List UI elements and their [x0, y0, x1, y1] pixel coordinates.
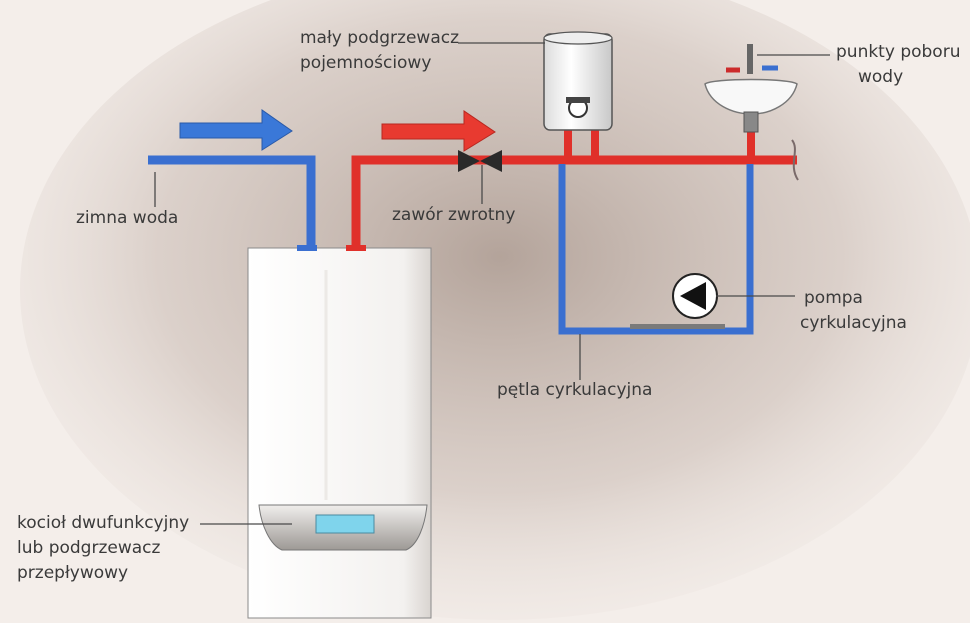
combi-boiler — [247, 245, 432, 619]
check-valve-icon — [458, 150, 502, 172]
hot-flow-arrow — [381, 110, 496, 152]
boiler-display — [315, 514, 375, 534]
cold-flow-arrow — [179, 109, 293, 151]
label-loop: pętla cyrkulacyjna — [497, 380, 653, 400]
storage-heater — [543, 31, 613, 131]
label-cold-water: zimna woda — [76, 208, 179, 228]
leader-lines — [154, 42, 830, 525]
cold-water-pipe — [148, 155, 316, 252]
pipe-end-squiggle — [791, 139, 799, 181]
label-check-valve: zawór zwrotny — [392, 205, 516, 225]
circulation-loop-pipe — [558, 164, 754, 335]
pump-base — [630, 324, 725, 329]
circulation-pump-icon — [672, 273, 718, 319]
sink-icon — [704, 44, 798, 133]
hot-water-pipe — [351, 155, 797, 252]
